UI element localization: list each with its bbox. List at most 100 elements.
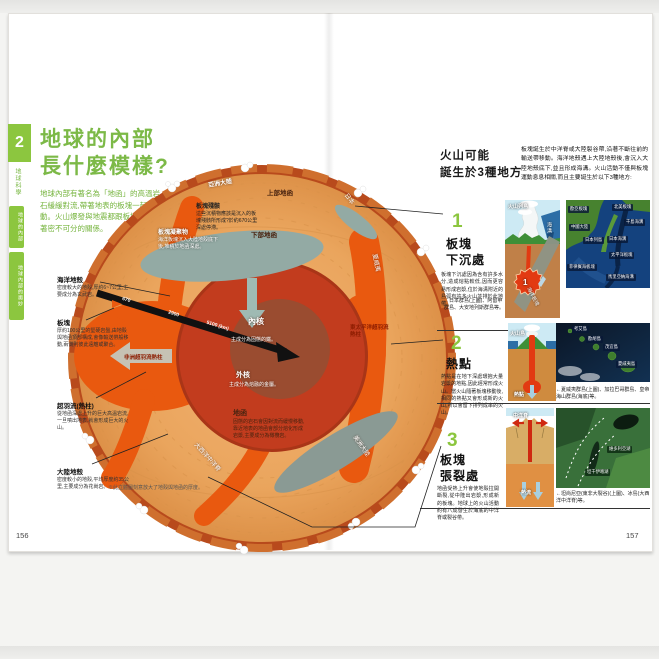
upwelling-arrows [519, 482, 543, 500]
plate-accretion-title: 板塊凝聚物 [158, 230, 189, 236]
section2-caption: ←夏威夷群島(上圖)、加拉巴哥群島、皇帝海山群島(海底)等。 [556, 387, 650, 401]
map-label-mariana-trench: 馬里亞納海溝 [606, 274, 636, 281]
callout-continental-crust: 大陸地殼 密度較小的地殼,平均厚度約35公里,主要成分為花崗岩。 [57, 466, 129, 491]
map-label-kuril-trench: 千島海溝 [624, 219, 646, 226]
section3-title-line2: 張裂處 [440, 469, 480, 484]
map-label-pacific-plate: 太平洋板塊 [609, 252, 635, 259]
label-upper-mantle: 上部地函 [267, 190, 293, 197]
callout-mantle: 地函 固態的岩石會因對流而緩慢移動,靠近地表的地函會部分熔化形成岩漿,主要成分為… [233, 408, 307, 439]
right-title-line2: 誕生於3種地方 [440, 166, 523, 179]
sidebar-tab-2: 地球內部的奧妙 [9, 252, 24, 320]
background-strip-top [0, 0, 659, 13]
hawaii-photo [556, 323, 650, 382]
page-number-left: 156 [16, 531, 29, 540]
section-divider-2 [437, 403, 650, 404]
section2-number: 2 [451, 333, 462, 354]
map-label-eurasian-plate: 歐亞板塊 [568, 206, 590, 213]
rift-lines [565, 417, 617, 487]
rift-valley-photo [556, 408, 650, 488]
photo-label-lake-tanganyika: 坦干伊喀湖 [585, 469, 611, 476]
callout-plate-accretion: 板塊凝聚物 海洋板塊沉入大陸地殼底下後,堆積於地函深處。 [158, 227, 218, 251]
lake-victoria-shape [613, 414, 639, 430]
map-label-china: 中國大陸 [569, 224, 591, 231]
surface-terrain [68, 164, 456, 552]
photo-label-lake-victoria: 維多利亞湖 [607, 446, 633, 453]
page-title: 地球的內部 長什麼模樣? [40, 126, 170, 181]
photo-label-hawaii-island: 夏威夷島 [616, 361, 638, 368]
label-trench: 海溝 [546, 222, 552, 234]
section1-title: 板塊 下沉處 [446, 236, 485, 268]
section2-title: 熱點 [446, 356, 472, 372]
rift-illustration [506, 408, 554, 507]
label-heat-flow: 熱流 [521, 490, 532, 496]
subducted-slab-top [140, 230, 324, 328]
plate-remnant-body: 這些沉積物應該是沉入的板塊殘骸所形成?於約670公里深處停滯。 [196, 211, 258, 231]
right-intro-text: 板塊誕生於中洋脊或大陸裂谷帶,沿著不斷往前的輸送帶移動。海洋地殼遇上大陸地殼後,… [521, 147, 648, 181]
chapter-number-tab: 2 [8, 124, 31, 162]
dike [528, 420, 532, 462]
flow-arrow-left [110, 342, 172, 370]
slab-arrow [538, 276, 546, 287]
label-mid-ocean-ridge: 中洋脊 [513, 413, 529, 419]
section3-body: 地函受熱上升會使地殼拉開斷裂,從中隆出岩漿,形成新的板塊。地球上的火山活動約有八… [437, 486, 499, 521]
section1-body: 板塊下沉處因為含有許多水分,造成熔點較低,因而更容易形成岩漿,位於海溝附近的島弧… [441, 272, 503, 307]
magma-chamber [513, 267, 544, 296]
page-title-line2: 長什麼模樣? [40, 155, 170, 179]
superplume-body: 從地函深處上升的巨大高溫岩流,一旦噴出地表,就會形成巨大的火山。 [57, 411, 129, 431]
plate-remnant-title: 板塊殘骸 [196, 204, 221, 210]
magma-number-badge: 1 [523, 278, 528, 287]
map-label-japan-islands: 日本列島 [583, 237, 605, 244]
continental-crust-title: 大陸地殼 [57, 469, 83, 476]
mantle-body: 固態的岩石會因對流而緩慢移動,靠近地表的地函會部分熔化形成岩漿,主要成分為橄欖岩… [233, 419, 305, 439]
callout-plate-remnant: 板塊殘骸 這些沉積物應該是沉入的板塊殘骸所形成?於約670公里深處停滯。 [196, 201, 260, 231]
right-page-bottom-rule [420, 508, 650, 509]
map-label-japan-trench: 日本海溝 [607, 236, 629, 243]
photo-label-oahu: 歐胡島 [586, 336, 603, 343]
label-volcanic-island-arc: 火山列島 [508, 204, 529, 210]
label-outer-core: 外核 [236, 372, 250, 379]
label-african-superplume: 非洲超羽流熱柱 [124, 355, 163, 361]
label-inner-core: 內核 [248, 317, 264, 326]
label-east-pacific-superplume: 東太平洋超羽流熱柱 [350, 325, 389, 339]
callout-oceanic-crust: 海洋地殼 密度較大的地殼,厚約6~7公里,主要成分為玄武岩。 [57, 274, 129, 299]
photo-label-maui: 茂宜島 [603, 344, 620, 351]
globe-footnote: ※此立體圖刻意放大了地殼與地函的厚度。 [108, 485, 204, 491]
depth-arrow [95, 289, 300, 362]
section2-body: 熱點是在地下深處環抱大量岩漿的地點,因此經常形成火山。當火山隨著板塊移動後,相同… [441, 374, 503, 417]
background-strip-bottom [0, 646, 659, 659]
outer-core-description: 主成分為熔融的金屬。 [229, 382, 280, 388]
map-label-north-american-plate: 北美板塊 [612, 204, 634, 211]
chapter-name-vertical: 地球科學 [14, 168, 20, 196]
section1-title-line2: 下沉處 [446, 253, 486, 268]
photo-label-kauai: 考艾島 [572, 326, 589, 333]
subducting-slab-japan [334, 204, 378, 240]
section2-title-line1: 熱點 [446, 357, 473, 371]
map-label-philippine-plate: 菲律賓海板塊 [567, 264, 597, 271]
plate-body: 厚約100公里的堅硬岩盤,由地殼與地函頂部構成,會像輸送帶般移動,兩側則彼此遠離… [57, 328, 129, 348]
section1-title-line1: 板塊 [446, 237, 473, 251]
plate-title: 板塊 [57, 320, 70, 327]
label-volcano-island: 火山島 [510, 331, 526, 337]
page-number-right: 157 [626, 531, 639, 540]
oceanic-crust-title: 海洋地殼 [57, 277, 83, 284]
continental-crust-body: 密度較小的地殼,平均厚度約35公里,主要成分為花崗岩。 [57, 477, 129, 490]
hotspot-illustration [508, 323, 556, 401]
section3-title-line1: 板塊 [440, 453, 467, 467]
callout-superplume: 超羽流(熱柱) 從地函深處上升的巨大高溫岩流,一旦噴出地表,就會形成巨大的火山。 [57, 400, 129, 432]
mantle-title: 地函 [233, 410, 247, 417]
page-title-line1: 地球的內部 [40, 128, 155, 151]
section3-caption: ←坦尚尼亞(東非大裂谷)(上圖)、冰島(大西洋中洋脊)等。 [556, 491, 650, 505]
magma-column [529, 335, 535, 387]
right-page-title: 火山可能 誕生於3種地方 [440, 148, 522, 181]
spreading-arrows [511, 418, 549, 428]
label-lower-mantle: 下部地函 [251, 232, 277, 239]
section1-caption: ←日本群島(上圖)、阿留申群島、大安地列斯群島等。 [444, 298, 505, 312]
japan-islands [601, 214, 618, 252]
left-intro-text: 地球內部有著名為「地函」的高溫岩石緩緩對流,帶著地表的板塊一起移動。火山爆發與地… [40, 189, 160, 233]
sidebar-tab-1: 地球的內部 [9, 206, 24, 248]
section3-number: 3 [447, 430, 458, 451]
oceanic-crust-body: 密度較大的地殼,厚約6~7公里,主要成分為玄武岩。 [57, 285, 129, 298]
callout-plate: 板塊 厚約100公里的堅硬岩盤,由地殼與地函頂部構成,會像輸送帶般移動,兩側則彼… [57, 317, 129, 349]
lake-tanganyika-shape [588, 441, 600, 475]
